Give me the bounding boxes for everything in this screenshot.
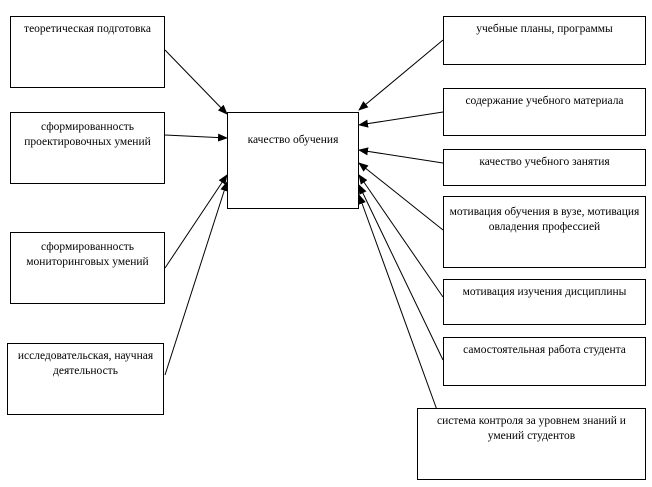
factor-independent-work: самостоятельная работа студента [443,337,646,386]
factor-lesson-quality: качество учебного занятия [443,149,646,186]
arrow-theory-to-quality [164,49,228,115]
factor-monitoring-skills: сформированность мониторинговых умений [10,232,165,304]
factor-research-activity: исследовательская, научная деятельность [7,343,164,415]
factor-motivation-university: мотивация обучения в вузе, мотивация овл… [443,196,646,268]
arrow-motivation-discipline-to-quality [358,174,444,298]
center-quality-box: качество обучения [227,112,359,209]
arrow-lesson-quality-to-quality [358,147,444,164]
factor-motivation-discipline: мотивация изучения дисциплины [443,279,646,325]
center-label: качество обучения [247,134,339,146]
arrow-motivation-university-to-quality [358,162,444,231]
arrow-design-skills-to-quality [164,133,228,142]
factor-theoretical-training: теоретическая подготовка [10,16,165,88]
factor-control-system: система контроля за уровнем знаний и уме… [417,408,646,480]
arrow-control-system-to-quality [358,194,438,411]
arrow-curricula-to-quality [358,39,444,111]
factor-material-content: содержание учебного материала [443,88,646,136]
arrow-monitoring-skills-to-quality [164,174,228,269]
factor-design-skills: сформированность проектировочных умений [10,112,165,184]
arrow-independent-work-to-quality [358,184,444,361]
arrow-research-to-quality [164,181,229,376]
factor-curricula: учебные планы, программы [443,16,646,65]
arrow-content-to-quality [358,111,444,128]
